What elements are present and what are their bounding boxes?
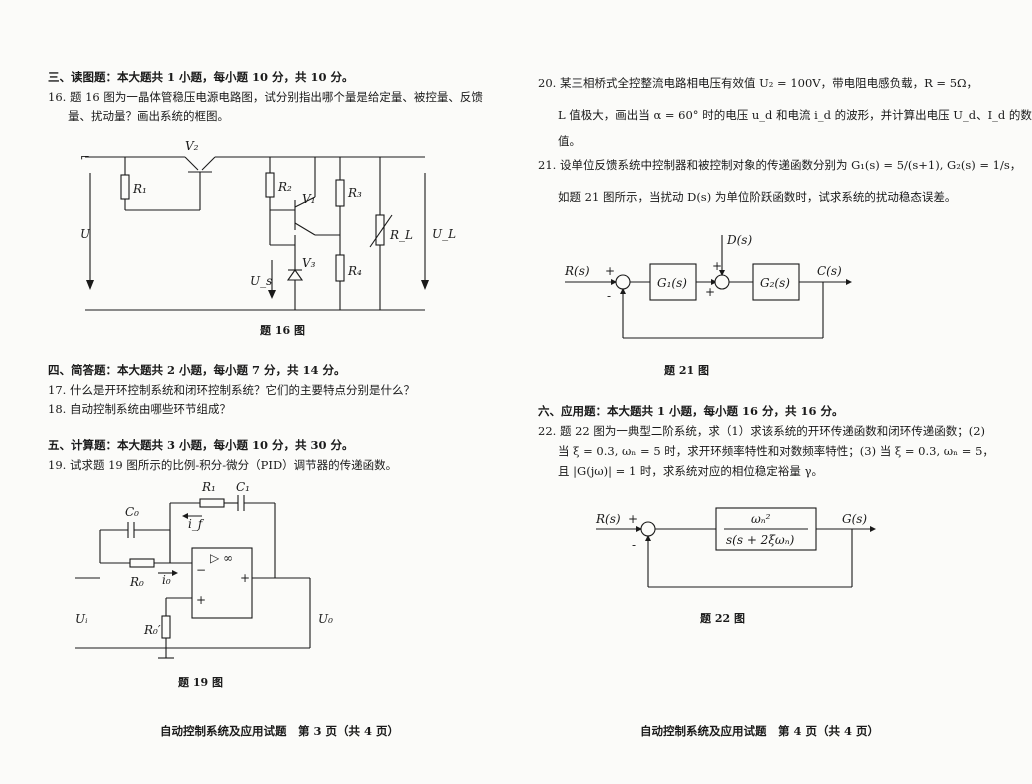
- label-V3: V₃: [302, 256, 316, 270]
- figure-22-block-diagram: R(s) + - ωₙ² s(s + 2ξωₙ) G(s): [595, 507, 876, 588]
- label-R1: R₁: [201, 480, 216, 494]
- label-plus-out: +: [240, 571, 250, 585]
- label-i0: i₀: [162, 573, 171, 587]
- label-R4: R₄: [347, 264, 362, 278]
- label-RL: R_L: [389, 228, 413, 242]
- label-C-output: C(s): [817, 264, 842, 278]
- question-18: 18. 自动控制系统由哪些环节组成？: [48, 402, 231, 416]
- figure-16-circuit: ⌐ U R₁ V₂ R₂ V₁ V₃ U_s R₃ R₄ R_L U_L: [80, 139, 456, 311]
- label-G-output: G(s): [842, 512, 867, 526]
- label-opamp: ▷ ∞: [210, 551, 233, 565]
- label-R-input: R(s): [564, 264, 590, 278]
- label-D: D(s): [726, 233, 752, 247]
- figure-21-caption: 题 21 图: [664, 364, 709, 377]
- label-R0-prime: R₀′: [143, 623, 161, 637]
- label-R3: R₃: [347, 186, 362, 200]
- label-if: i_f: [188, 517, 205, 531]
- right-page-footer: 自动控制系统及应用试题 第 4 页（共 4 页）: [640, 724, 880, 738]
- question-22-line1: 22. 题 22 图为一典型二阶系统，求（1）求该系统的开环传递函数和闭环传递函…: [538, 424, 985, 438]
- label-U0: U₀: [318, 612, 333, 626]
- section-4-heading: 四、简答题：本大题共 2 小题，每小题 7 分，共 14 分。: [48, 363, 346, 377]
- label-plus-3: +: [705, 285, 715, 299]
- question-20-line1: 20. 某三相桥式全控整流电路相电压有效值 U₂ = 100V，带电阻电感负载，…: [538, 76, 979, 90]
- label-R1: R₁: [132, 182, 147, 196]
- figure-19-caption: 题 19 图: [178, 676, 223, 689]
- label-Us: U_s: [250, 274, 272, 288]
- question-21-line2: 如题 21 图所示，当扰动 D(s) 为单位阶跃函数时，试求系统的扰动稳态误差。: [558, 190, 957, 204]
- label-minus: −: [196, 563, 206, 577]
- label-R2: R₂: [277, 180, 292, 194]
- question-16-line2: 量、扰动量？画出系统的框图。: [68, 109, 229, 123]
- label-U: U: [80, 227, 91, 241]
- label-G1: G₁(s): [657, 276, 687, 290]
- figure-19-pid-circuit: C₀ R₀ i₀ R₁ C₁ i_f ▷ ∞ − + + R₀′ Uᵢ U₀: [75, 480, 333, 659]
- figure-16-caption: 题 16 图: [260, 324, 305, 337]
- label-plus: +: [628, 512, 638, 526]
- section-6-heading: 六、应用题：本大题共 1 小题，每小题 16 分，共 16 分。: [538, 404, 844, 418]
- label-plus-in: +: [196, 593, 206, 607]
- section-5-heading: 五、计算题：本大题共 3 小题，每小题 10 分，共 30 分。: [48, 438, 354, 452]
- label-minus: -: [632, 538, 636, 552]
- label-plus-2: +: [712, 259, 722, 273]
- terminal-mark: ⌐: [80, 150, 90, 164]
- question-16-line1: 16. 题 16 图为一晶体管稳压电源电路图，试分别指出哪个量是给定量、被控量、…: [48, 90, 483, 104]
- figure-21-block-diagram: R(s) + - G₁(s) D(s) + + G₂(s) C(s): [564, 233, 852, 339]
- figure-22-caption: 题 22 图: [700, 612, 745, 625]
- label-C0: C₀: [125, 505, 139, 519]
- label-numerator: ωₙ²: [751, 512, 771, 526]
- label-denominator: s(s + 2ξωₙ): [726, 533, 795, 547]
- label-C1: C₁: [236, 480, 250, 494]
- section-3-heading: 三、读图题：本大题共 1 小题，每小题 10 分，共 10 分。: [48, 70, 354, 84]
- question-21-line1: 21. 设单位反馈系统中控制器和被控制对象的传递函数分别为 G₁(s) = 5/…: [538, 158, 1022, 172]
- left-page-footer: 自动控制系统及应用试题 第 3 页（共 4 页）: [160, 724, 400, 738]
- question-22-line3: 且 |G(jω)| = 1 时，求系统对应的相位稳定裕量 γ。: [558, 464, 823, 478]
- question-19: 19. 试求题 19 图所示的比例-积分-微分（PID）调节器的传递函数。: [48, 458, 398, 472]
- question-22-line2: 当 ξ = 0.3, ωₙ = 5 时，求开环频率特性和对数频率特性；(3) 当…: [558, 444, 994, 458]
- label-R0: R₀: [129, 575, 144, 589]
- question-20-line3: 值。: [558, 134, 581, 148]
- label-plus-1: +: [605, 264, 615, 278]
- label-V1: V₁: [302, 192, 315, 206]
- label-minus: -: [607, 289, 611, 303]
- label-G2: G₂(s): [760, 276, 790, 290]
- label-Ui: Uᵢ: [75, 612, 88, 626]
- label-R-input: R(s): [595, 512, 621, 526]
- question-20-line2: L 值极大，画出当 α = 60° 时的电压 u_d 和电流 i_d 的波形，并…: [558, 108, 1032, 122]
- question-17: 17. 什么是开环控制系统和闭环控制系统？它们的主要特点分别是什么？: [48, 383, 415, 397]
- label-V2: V₂: [185, 139, 199, 153]
- label-UL: U_L: [432, 227, 456, 241]
